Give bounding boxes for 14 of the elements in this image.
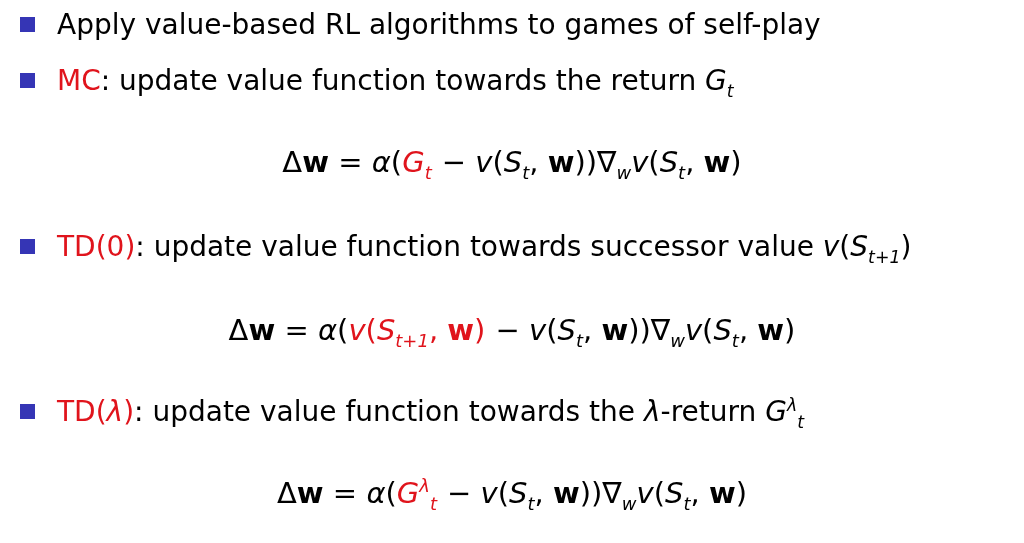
highlighted-term: MC [57,64,101,97]
bullet-text: Apply value-based RL algorithms to games of self-play [57,8,821,41]
formula-term: Δw = α( [282,145,403,179]
formula-term: − v(S$_{t}$, w))∇$_{w}$v(S$_{t}$, w) [447,476,747,510]
formula-term: Δw = α( [277,476,397,510]
highlighted-term: TD(0) [57,230,136,263]
formula-term: G$_{t}$ [402,145,432,179]
bullet-text: : update value function towards the return G$_{t}$ [100,64,734,97]
formula-term: v(S$_{t+1}$, w) [348,313,486,347]
formula-term: Δw = α( [228,313,349,347]
formula-term: − v(S$_{t}$, w))∇$_{w}$v(S$_{t}$, w) [441,145,742,179]
highlighted-term: TD(λ) [57,395,135,428]
formula-term: − v(S$_{t}$, w))∇$_{w}$v(S$_{t}$, w) [495,313,796,347]
bullet-text: : update value function towards successor value v(S$_{t+1}$) [135,230,912,263]
